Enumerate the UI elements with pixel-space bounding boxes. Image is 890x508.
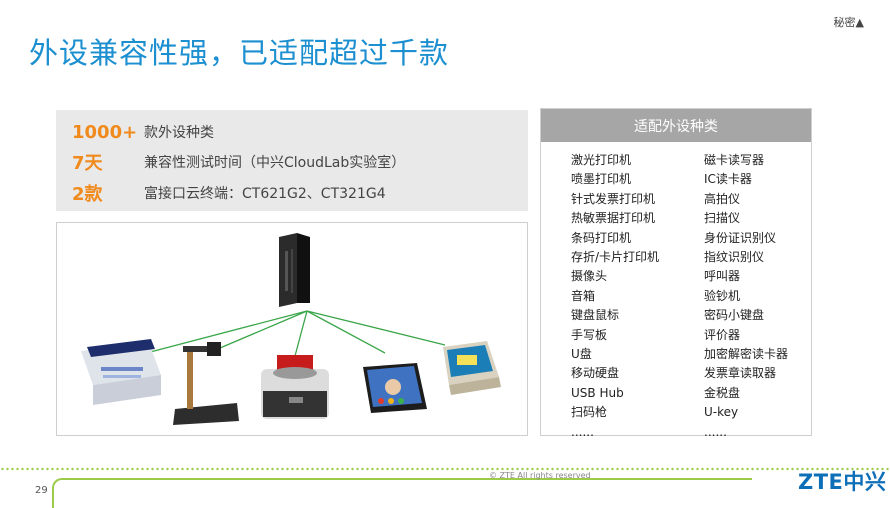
list-item: 热敏票据打印机 [571, 211, 656, 226]
device-illustration [56, 222, 528, 436]
list-item: 音箱 [571, 288, 596, 303]
footer-accent-line [52, 478, 752, 508]
list-item: 存折/卡片打印机 [571, 250, 660, 265]
list-item: 评价器 [704, 327, 741, 342]
stat-number: 2款 [72, 184, 103, 205]
copyright-text: © ZTE All rights reserved [489, 471, 591, 480]
page-title: 外设兼容性强，已适配超过千款 [29, 36, 450, 70]
stat-number: 1000+ [72, 121, 138, 143]
footer-dotted-line [0, 467, 890, 471]
list-item: 扫描仪 [704, 211, 741, 226]
stat-row: 2款 富接口云终端：CT621G2、CT321G4 [72, 180, 386, 206]
list-item: 金税盘 [704, 385, 741, 400]
printer-icon [81, 339, 161, 405]
stat-description: 兼容性测试时间（中兴CloudLab实验室） [144, 155, 406, 171]
stat-number: 7天 [72, 153, 103, 174]
list-item: ...... [704, 424, 727, 439]
list-item: 扫码枪 [571, 405, 608, 420]
list-item: 针式发票打印机 [571, 191, 656, 206]
list-item: IC读卡器 [704, 172, 752, 187]
list-item: 指纹识别仪 [704, 250, 765, 265]
list-item: 加密解密读卡器 [704, 347, 789, 362]
device-diagram [81, 233, 501, 425]
peripheral-list-panel: 适配外设种类 激光打印机 喷墨打印机 针式发票打印机 热敏票据打印机 条码打印机… [540, 108, 812, 439]
list-item: 键盘鼠标 [571, 308, 620, 323]
list-item: U-key [704, 405, 739, 420]
list-item: 条码打印机 [571, 230, 632, 245]
list-item: 呼叫器 [704, 269, 741, 284]
stat-row: 1000+ 款外设种类 [72, 119, 214, 145]
list-item: 密码小键盘 [704, 308, 765, 323]
list-item: 验钞机 [704, 288, 741, 303]
zte-logo: ZTE中兴 [798, 470, 887, 494]
stat-row: 7天 兼容性测试时间（中兴CloudLab实验室） [72, 149, 405, 175]
peripheral-list-column-1: 激光打印机 喷墨打印机 针式发票打印机 热敏票据打印机 条码打印机 存折/卡片打… [571, 151, 659, 442]
queue-display-icon [443, 341, 501, 395]
stat-description: 款外设种类 [144, 125, 214, 141]
list-item: 移动硬盘 [571, 366, 620, 381]
stats-panel: 1000+ 款外设种类 7天 兼容性测试时间（中兴CloudLab实验室） 2款… [56, 110, 528, 211]
list-item: 摄像头 [571, 269, 608, 284]
currency-counter-icon [261, 355, 329, 419]
tablet-icon [363, 363, 427, 413]
list-item: 磁卡读写器 [704, 153, 765, 167]
list-item: ...... [571, 424, 594, 439]
list-item: 喷墨打印机 [571, 172, 632, 187]
connection-lines [134, 310, 446, 357]
page-number: 29 [35, 485, 48, 496]
classification-label: 秘密▲ [833, 16, 864, 29]
list-item: USB Hub [571, 385, 624, 400]
list-item: 高拍仪 [704, 191, 741, 206]
peripheral-list-header: 适配外设种类 [541, 109, 811, 142]
list-item: U盘 [571, 347, 592, 362]
list-item: 手写板 [571, 327, 608, 342]
list-item: 发票章读取器 [704, 366, 777, 381]
document-camera-icon [173, 342, 239, 425]
peripheral-list-column-2: 磁卡读写器 IC读卡器 高拍仪 扫描仪 身份证识别仪 指纹识别仪 呼叫器 验钞机… [704, 151, 788, 442]
cloud-terminal-icon [279, 233, 310, 307]
list-item: 身份证识别仪 [704, 230, 777, 245]
stat-description: 富接口云终端：CT621G2、CT321G4 [144, 186, 386, 202]
list-item: 激光打印机 [571, 153, 632, 167]
